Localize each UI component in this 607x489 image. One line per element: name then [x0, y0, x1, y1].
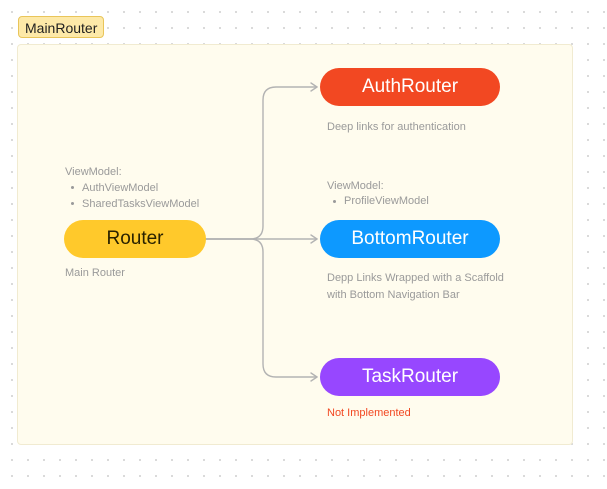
arrowhead-task-router — [310, 372, 318, 382]
auth-router-node[interactable]: AuthRouter — [320, 68, 500, 106]
list-item: AuthViewModel — [65, 180, 199, 196]
list-item: ProfileViewModel — [327, 194, 429, 209]
router-viewmodel-list: AuthViewModel SharedTasksViewModel — [65, 180, 199, 212]
connector-to-auth-router — [205, 86, 318, 240]
bottom-router-node[interactable]: BottomRouter — [320, 220, 500, 258]
router-viewmodel-note[interactable]: ViewModel: AuthViewModel SharedTasksView… — [65, 164, 199, 212]
arrowhead-bottom-router — [310, 234, 318, 244]
bottom-viewmodel-list: ProfileViewModel — [327, 194, 429, 209]
connector-to-task-router — [205, 238, 318, 378]
router-viewmodel-heading: ViewModel: — [65, 166, 122, 178]
bottom-router-caption[interactable]: Depp Links Wrapped with a Scaffold with … — [327, 272, 504, 301]
bottom-viewmodel-heading: ViewModel: — [327, 180, 384, 192]
frame-label[interactable]: MainRouter — [18, 16, 105, 38]
auth-router-caption[interactable]: Deep links for authentication — [327, 121, 466, 133]
list-item: SharedTasksViewModel — [65, 196, 199, 212]
router-caption[interactable]: Main Router — [65, 267, 125, 279]
bottom-viewmodel-note[interactable]: ViewModel: ProfileViewModel — [327, 179, 429, 209]
arrowhead-auth-router — [310, 82, 318, 92]
router-node[interactable]: Router — [64, 220, 206, 258]
task-router-caption[interactable]: Not Implemented — [327, 407, 411, 419]
task-router-node[interactable]: TaskRouter — [320, 358, 500, 396]
